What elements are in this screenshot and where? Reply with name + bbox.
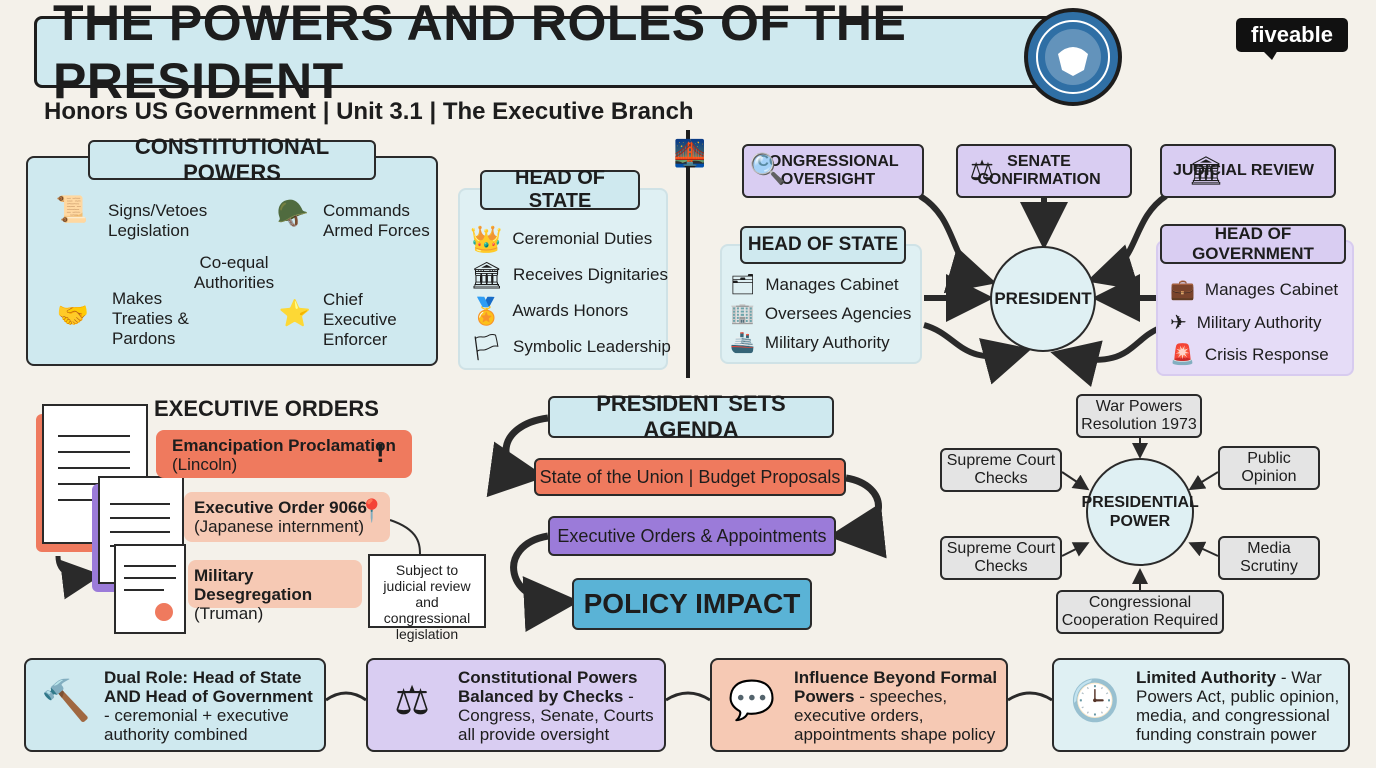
exclamation-icon: ! <box>376 438 385 468</box>
head-of-state-title: HEAD OF STATE <box>480 167 640 212</box>
medal-icon: 🏅 <box>470 296 503 326</box>
node-media-scrutiny: Media Scrutiny <box>1218 536 1320 580</box>
congressional-oversight-box: CONGRESSIONAL OVERSIGHT <box>742 144 924 198</box>
badge-icon: ⭐ <box>278 298 312 328</box>
head-of-state-mid-panel <box>720 244 922 364</box>
speech-bubble-icon: 💬 <box>728 680 776 722</box>
eo-desegregation: Military Desegregation (Truman) <box>188 560 362 623</box>
judicial-review-box: JUDICIAL REVIEW <box>1160 144 1336 198</box>
head-of-state-panel <box>458 188 668 370</box>
bridge-icon: 🌉 <box>673 138 707 168</box>
item-commands-armed-forces: Commands Armed Forces <box>323 201 430 240</box>
agenda-step-3: Executive Orders & Appointments <box>548 516 836 556</box>
page-title: THE POWERS AND ROLES OF THE PRESIDENT <box>34 0 1074 109</box>
node-public-opinion: Public Opinion <box>1218 446 1320 490</box>
footer-card-dual-role <box>24 658 326 752</box>
briefcase-icon: 💼 <box>1170 279 1195 301</box>
gavel-icon: 🔨 <box>41 679 91 723</box>
footer-card-limited <box>1052 658 1350 752</box>
list-item: 💼Manages Cabinet <box>1170 279 1339 301</box>
org-chart-icon: 🗂 <box>730 274 756 296</box>
node-war-powers: War Powers Resolution 1973 <box>1076 394 1202 438</box>
item-treaties-pardons: Makes Treaties & Pardons <box>112 289 189 348</box>
node-supreme-court-top: Supreme Court Checks <box>940 448 1062 492</box>
footer-card-influence <box>710 658 1008 752</box>
footer-text-dual-role: Dual Role: Head of State AND Head of Gov… <box>104 668 313 744</box>
head-of-government-title: HEAD OF GOVERNMENT <box>1160 224 1346 264</box>
footer-card-checks <box>366 658 666 752</box>
footer-text-influence: Influence Beyond Formal Powers - speeche… <box>794 668 998 744</box>
review-note: Subject to judicial review and congressi… <box>368 554 486 642</box>
list-item: 👑Ceremonial Duties <box>470 224 653 254</box>
president-node: PRESIDENT <box>990 246 1096 352</box>
scales-icon: ⚖ <box>394 679 430 723</box>
senate-confirmation-box: SENATE CONFIRMATION <box>956 144 1132 198</box>
presidential-seal-icon <box>1024 8 1122 106</box>
fiveable-logo: fiveable <box>1236 18 1348 52</box>
certificate-icon <box>114 544 186 634</box>
clock-icon: 🕒 <box>1070 679 1120 723</box>
agenda-step-2: State of the Union | Budget Proposals <box>534 458 846 496</box>
list-item: 🗂Manages Cabinet <box>730 274 899 296</box>
agenda-step-1: PRESIDENT SETS AGENDA <box>548 391 834 442</box>
pin-icon: 📍 <box>358 498 386 523</box>
presidential-power-node: PRESIDENTIAL POWER <box>1081 458 1199 566</box>
handshake-icon: 🤝 <box>56 300 90 330</box>
co-equal-authorities: Co-equal Authorities <box>193 253 275 292</box>
list-item: 🏳Symbolic Leadership <box>470 332 671 362</box>
constitutional-powers-title: CONSTITUTIONAL POWERS <box>88 134 376 185</box>
executive-orders-title: EXECUTIVE ORDERS <box>154 396 379 421</box>
crown-icon: 👑 <box>470 224 503 254</box>
footer-text-checks: Constitutional Powers Balanced by Checks… <box>458 668 654 744</box>
magnifier-icon: 🔍 <box>749 153 787 186</box>
list-item: 🏢Oversees Agencies <box>730 303 912 325</box>
gavel-icon: ⚖ <box>969 155 995 186</box>
building-icon: 🏢 <box>730 303 755 325</box>
footer-text-limited: Limited Authority - War Powers Act, publ… <box>1136 668 1340 744</box>
head-of-state-mid-title: HEAD OF STATE <box>740 226 906 264</box>
agenda-step-4: POLICY IMPACT <box>572 578 812 630</box>
military-cap-icon: 🪖 <box>276 198 310 228</box>
scroll-icon: 📜 <box>55 194 89 224</box>
alarm-icon: 🚨 <box>1170 344 1195 366</box>
eo-emancipation: Emancipation Proclamation (Lincoln) <box>156 430 412 478</box>
list-item: 🏛Receives Dignitaries <box>470 260 668 290</box>
flag-icon: 🏳 <box>470 332 504 362</box>
node-congressional-cooperation: Congressional Cooperation Required <box>1056 590 1224 634</box>
list-item: 🚢Military Authority <box>730 332 890 354</box>
list-item: ✈Military Authority <box>1170 312 1322 334</box>
courthouse-icon: 🏛 <box>1188 155 1224 186</box>
capitol-icon: 🏛 <box>470 260 504 290</box>
jet-icon: ✈ <box>1170 312 1187 334</box>
list-item: 🏅Awards Honors <box>470 296 629 326</box>
constitutional-powers-panel <box>26 156 438 366</box>
logo-tail <box>1262 50 1278 60</box>
node-supreme-court-bottom: Supreme Court Checks <box>940 536 1062 580</box>
item-chief-executive: Chief Executive Enforcer <box>323 290 397 349</box>
subtitle: Honors US Government | Unit 3.1 | The Ex… <box>44 98 694 125</box>
ship-icon: 🚢 <box>730 332 755 354</box>
item-signs-vetoes: Signs/Vetoes Legislation <box>108 201 208 240</box>
eo-9066: Executive Order 9066 (Japanese internmen… <box>184 492 390 542</box>
list-item: 🚨Crisis Response <box>1170 344 1329 366</box>
